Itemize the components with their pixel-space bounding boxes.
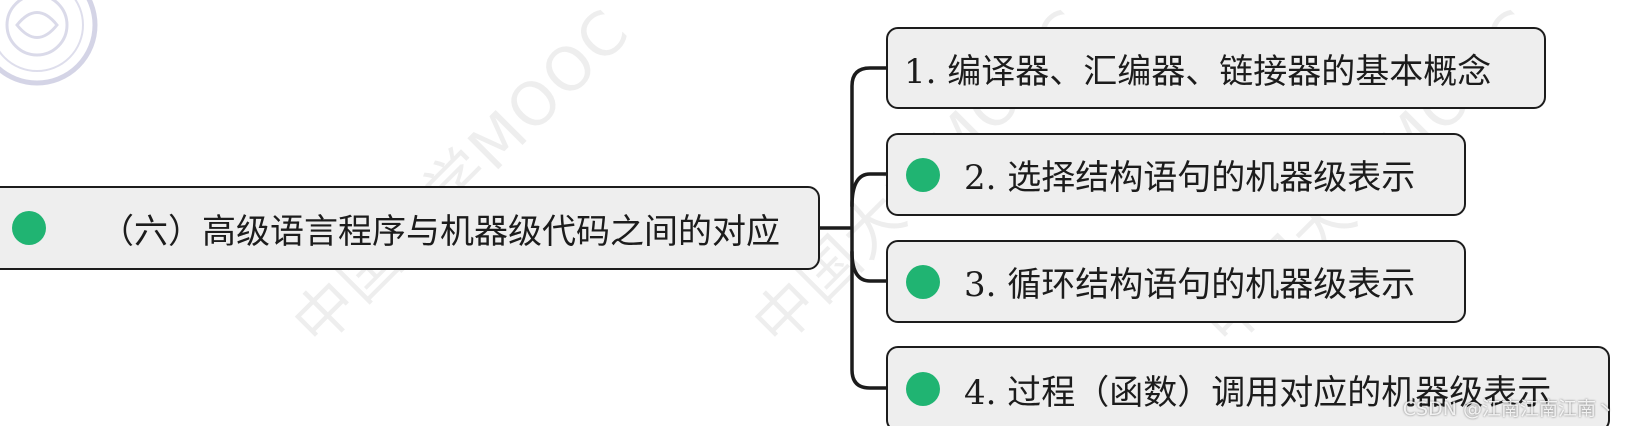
branch-2-connector	[850, 172, 888, 208]
status-dot-icon	[12, 211, 46, 245]
subtopic-node-1[interactable]: 1. 编译器、汇编器、链接器的基本概念	[886, 27, 1546, 109]
source-credit: CSDN @江南江南江南丶	[1402, 398, 1615, 420]
subtopic-node-4[interactable]: 4. 过程（函数）调用对应的机器级表示	[886, 346, 1610, 426]
subtopic-label: 4. 过程（函数）调用对应的机器级表示	[964, 372, 1552, 413]
branch-3-connector	[850, 250, 888, 283]
trunk-connector	[850, 66, 888, 390]
seal-logo	[0, 0, 98, 86]
status-dot-icon	[906, 372, 940, 406]
root-topic-node[interactable]: （六）高级语言程序与机器级代码之间的对应	[0, 186, 820, 270]
subtopic-label: 3. 循环结构语句的机器级表示	[964, 265, 1416, 305]
status-dot-icon	[906, 157, 940, 192]
subtopic-node-2[interactable]: 2. 选择结构语句的机器级表示	[886, 133, 1466, 216]
subtopic-node-3[interactable]: 3. 循环结构语句的机器级表示	[886, 240, 1466, 323]
status-dot-icon	[906, 264, 940, 299]
subtopic-label: 2. 选择结构语句的机器级表示	[964, 158, 1416, 198]
root-topic-label: （六）高级语言程序与机器级代码之间的对应	[100, 211, 780, 252]
subtopic-label: 1. 编译器、汇编器、链接器的基本概念	[904, 51, 1492, 92]
